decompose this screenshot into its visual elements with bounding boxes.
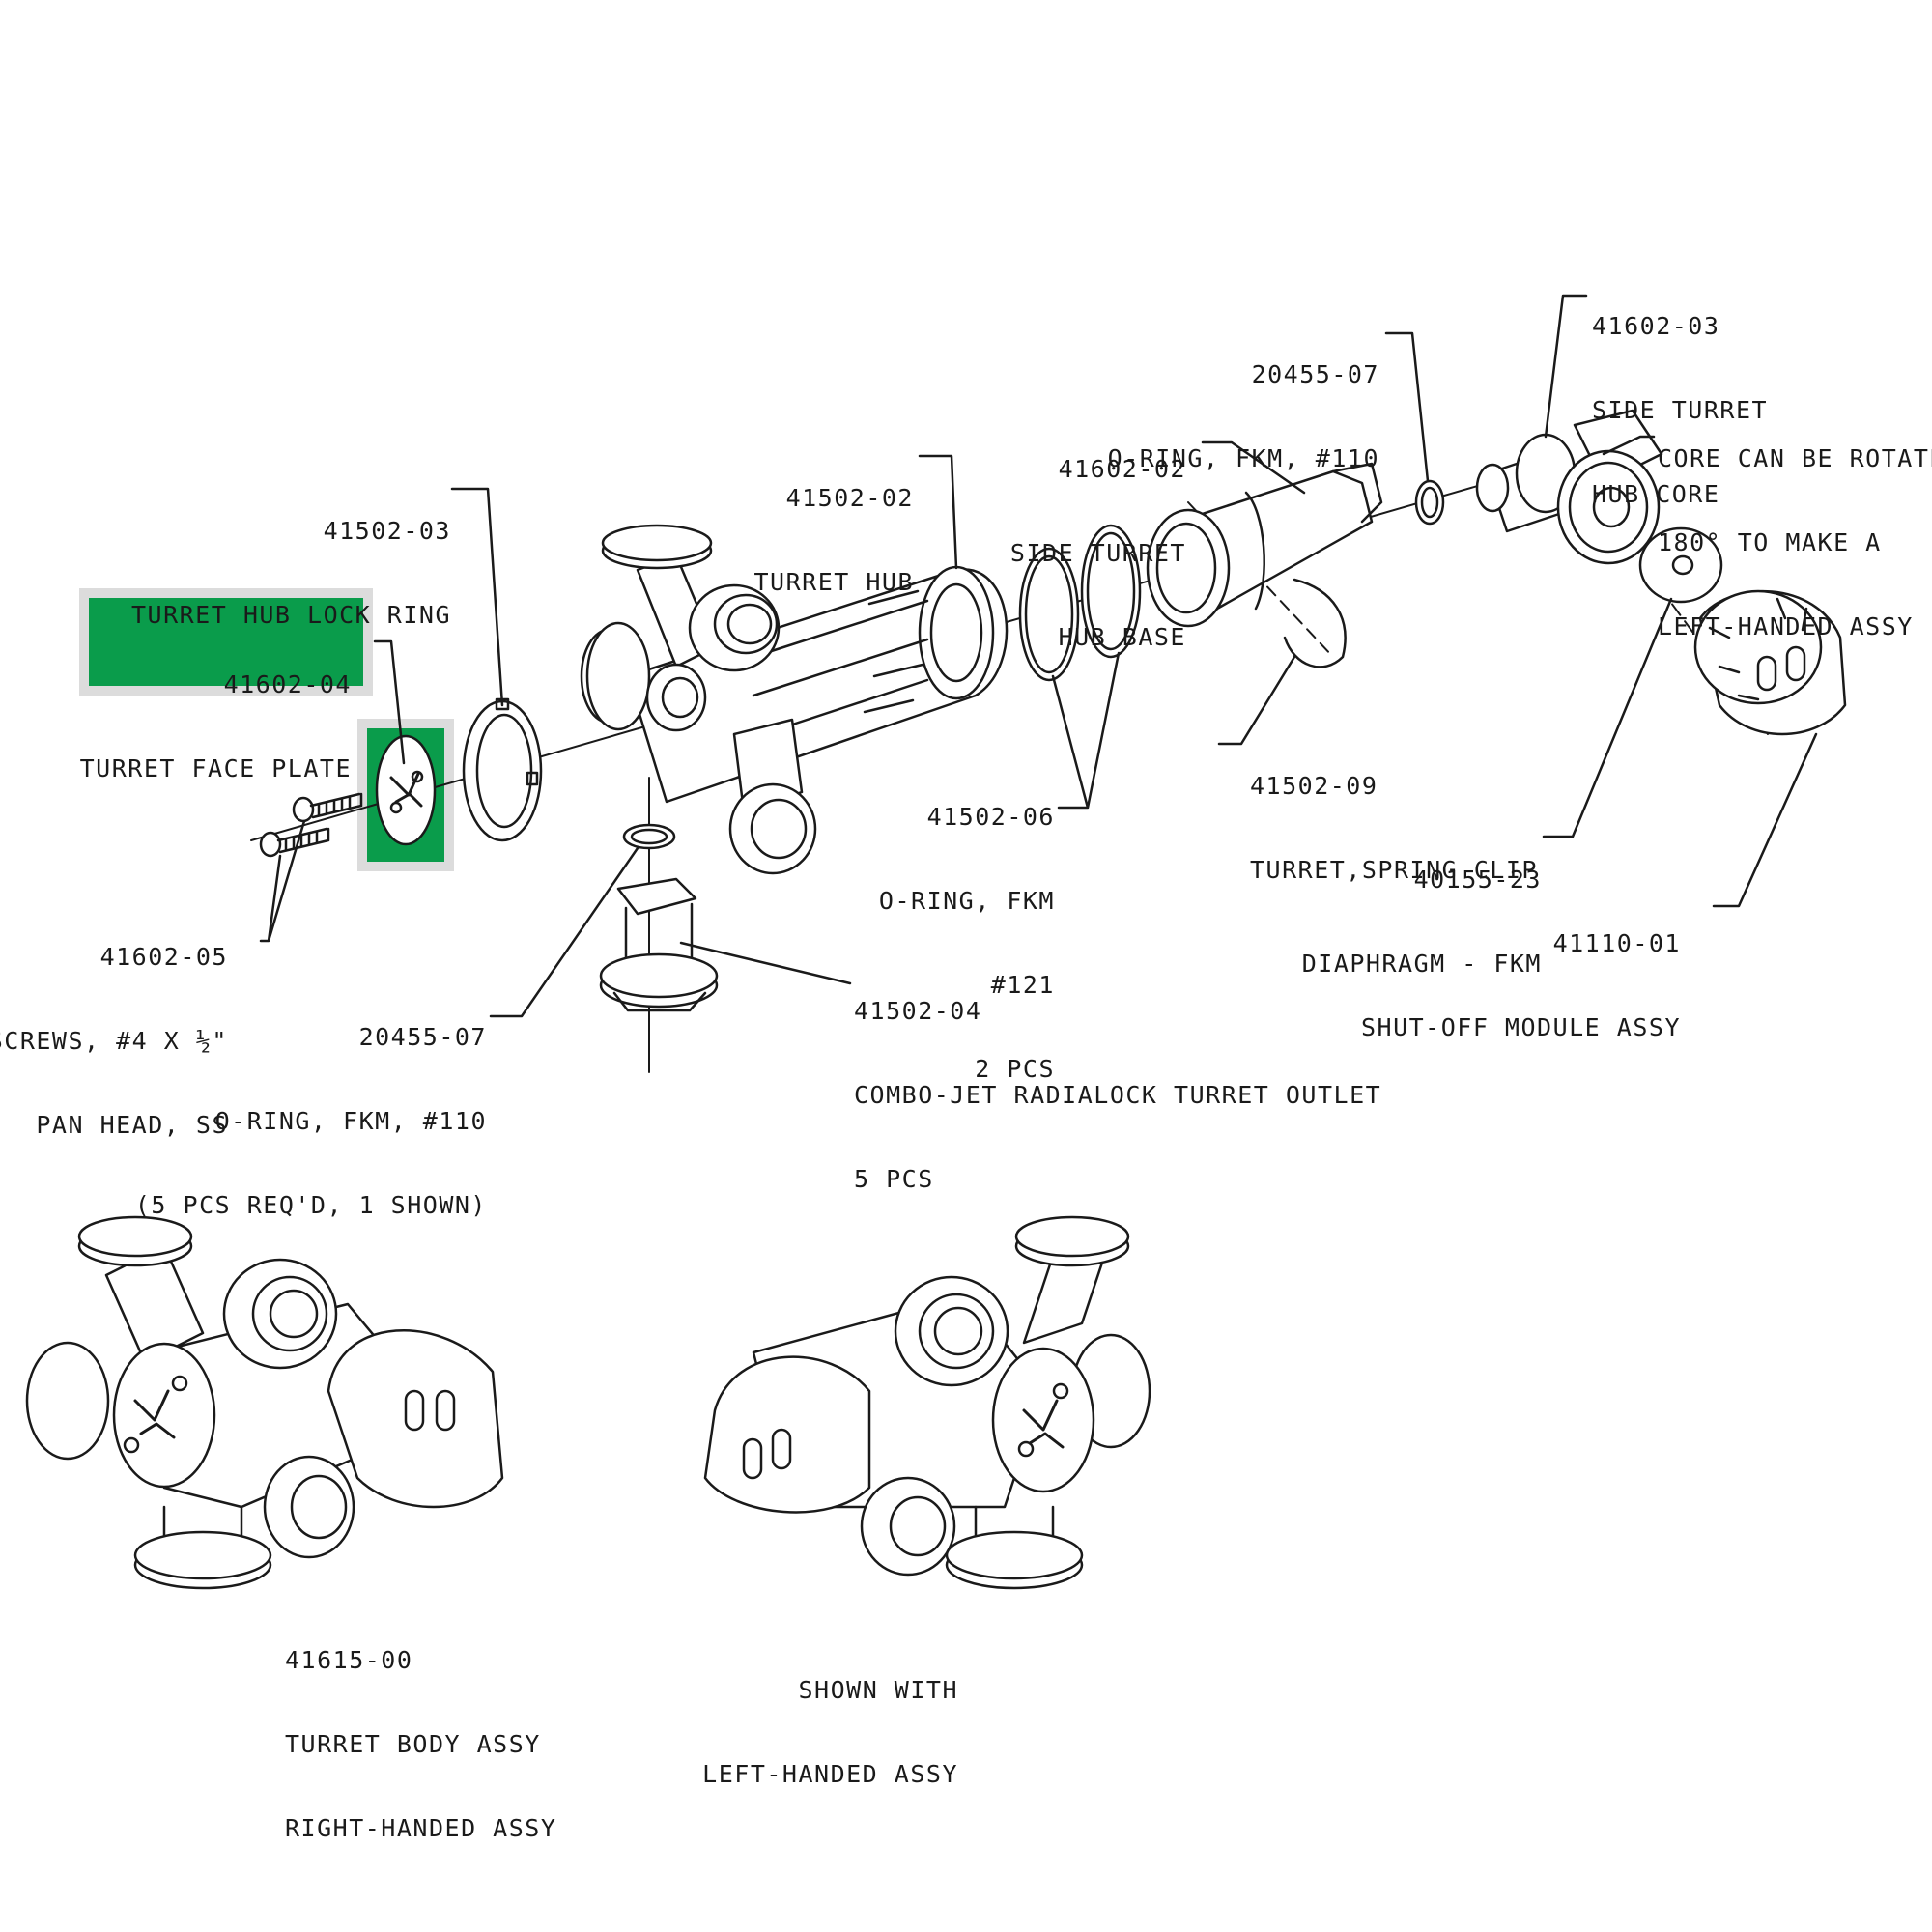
callout-part-name: TURRET,SPRING CLIP — [1250, 856, 1538, 884]
face-plate-part — [375, 734, 437, 846]
shutoff-module-part — [1693, 589, 1847, 736]
callout-side-turret-hub-core: 41602-03 SIDE TURRET HUB CORE — [1592, 256, 1768, 564]
callout-core-note: CORE CAN BE ROTATED 180° TO MAKE A LEFT-… — [1658, 388, 1932, 696]
diaphragm-part — [1638, 526, 1723, 604]
callout-body-assy: 41615-00 TURRET BODY ASSY RIGHT-HANDED A… — [285, 1590, 556, 1898]
callout-part-name: HUB BASE — [1058, 623, 1186, 651]
callout-shutoff: 41110-01 SHUT-OFF MODULE ASSY — [1361, 873, 1681, 1097]
leader-diaphragm — [1542, 597, 1673, 838]
callout-part-name: O-RING, FKM, #110 — [214, 1107, 487, 1135]
callout-face-plate: 41602-04 TURRET FACE PLATE — [80, 614, 352, 838]
callout-oring-top: 20455-07 O-RING, FKM, #110 — [1108, 304, 1379, 528]
callout-part-number: 41502-02 — [785, 484, 914, 512]
callout-turret-hub: 41502-02 TURRET HUB — [753, 428, 914, 652]
leader-outlet — [679, 941, 852, 985]
side-turret-hub-base-part — [1146, 462, 1383, 668]
callout-quantity: (5 PCS REQ'D, 1 SHOWN) — [134, 1191, 487, 1219]
leader-lock-ring — [450, 487, 504, 707]
callout-oring-outlet: 20455-07 O-RING, FKM, #110 (5 PCS REQ'D,… — [135, 967, 487, 1275]
callout-part-name: RIGHT-HANDED ASSY — [285, 1814, 557, 1842]
callout-part-number: 41602-03 — [1592, 312, 1720, 340]
callout-part-name: TURRET BODY ASSY — [285, 1730, 541, 1758]
callout-part-name: TURRET HUB — [753, 568, 914, 596]
callout-part-number: 40155-23 — [1413, 866, 1542, 894]
callout-part-number: 41602-04 — [223, 670, 352, 698]
callout-part-name: SIDE TURRET — [1009, 539, 1186, 567]
callout-part-name: SIDE TURRET — [1592, 396, 1769, 424]
right-handed-assembly-part — [25, 1215, 504, 1590]
callout-left-assy: SHOWN WITH LEFT-HANDED ASSY — [702, 1620, 958, 1844]
left-handed-assembly-part — [703, 1215, 1151, 1590]
note-line: LEFT-HANDED ASSY — [702, 1760, 958, 1788]
callout-outlet: 41502-04 COMBO-JET RADIALOCK TURRET OUTL… — [854, 941, 1381, 1249]
callout-part-number: 20455-07 — [1251, 360, 1379, 388]
leader-shutoff — [1712, 732, 1818, 908]
callout-part-name: DIAPHRAGM - FKM — [1301, 950, 1542, 978]
callout-part-number: 41502-06 — [926, 803, 1055, 831]
callout-part-name: O-RING, FKM, #110 — [1107, 444, 1379, 472]
callout-part-number: 20455-07 — [358, 1023, 487, 1051]
note-line: SHOWN WITH — [798, 1676, 958, 1704]
oring-121-part-2 — [1080, 524, 1142, 659]
leader-face-plate — [373, 639, 406, 765]
leader-hub-base — [1201, 440, 1306, 495]
callout-part-number: 41502-03 — [323, 517, 451, 545]
callout-part-number: 41502-04 — [854, 997, 982, 1025]
callout-oring-121: 41502-06 O-RING, FKM #121 2 PCS — [879, 747, 1055, 1139]
oring-outlet-part — [622, 823, 676, 850]
callout-quantity: 2 PCS — [975, 1055, 1055, 1083]
callout-part-spec: PAN HEAD, SS — [36, 1111, 228, 1139]
callout-part-name: TURRET HUB LOCK RING — [130, 601, 451, 629]
leader-oring-top — [1384, 331, 1430, 483]
leader-oring-outlet — [489, 846, 639, 1018]
callout-diaphragm: 40155-23 DIAPHRAGM - FKM — [1302, 810, 1542, 1034]
callout-part-name: SHUT-OFF MODULE ASSY — [1360, 1013, 1681, 1041]
lock-ring-part — [462, 697, 543, 842]
callout-part-name: O-RING, FKM — [878, 887, 1055, 915]
leader-hub-core — [1544, 294, 1588, 439]
callout-part-number: 41602-05 — [99, 943, 228, 971]
callout-part-spec: #121 — [990, 971, 1055, 999]
note-line: LEFT-HANDED ASSY — [1658, 612, 1914, 640]
note-line: CORE CAN BE ROTATED — [1658, 444, 1932, 472]
callout-part-name: HUB CORE — [1592, 480, 1720, 508]
callout-side-turret-hub-base: 41602-02 SIDE TURRET HUB BASE — [1010, 399, 1186, 707]
callout-lock-ring: 41502-03 TURRET HUB LOCK RING — [131, 461, 451, 685]
callout-part-name: TURRET FACE PLATE — [79, 754, 352, 782]
outlet-part — [599, 877, 719, 1012]
oring-121-part-1 — [1018, 547, 1080, 682]
leader-spring-clip — [1217, 655, 1296, 746]
leader-screws — [259, 819, 306, 943]
callout-part-name: SCREWS, #4 X ½" — [0, 1027, 228, 1055]
callout-screws: 41602-05 SCREWS, #4 X ½" PAN HEAD, SS — [0, 887, 228, 1195]
leader-core-note — [1602, 435, 1656, 456]
callout-part-number: 41110-01 — [1552, 929, 1681, 957]
oring-top-part — [1414, 479, 1445, 526]
callout-part-number: 41502-09 — [1250, 772, 1378, 800]
screw-part-1 — [292, 792, 363, 823]
callout-spring-clip: 41502-09 TURRET,SPRING CLIP — [1250, 716, 1538, 940]
callout-part-number: 41615-00 — [285, 1646, 413, 1674]
turret-hub-part — [580, 524, 1009, 875]
callout-part-number: 41602-02 — [1058, 455, 1186, 483]
screw-part-2 — [259, 827, 330, 858]
callout-part-name: COMBO-JET RADIALOCK TURRET OUTLET — [854, 1081, 1382, 1109]
leader-oring-121 — [1051, 651, 1121, 810]
face-plate-label-highlight — [79, 588, 373, 696]
callout-quantity: 5 PCS — [854, 1165, 934, 1193]
leader-turret-hub — [918, 454, 958, 570]
note-line: 180° TO MAKE A — [1658, 528, 1882, 556]
